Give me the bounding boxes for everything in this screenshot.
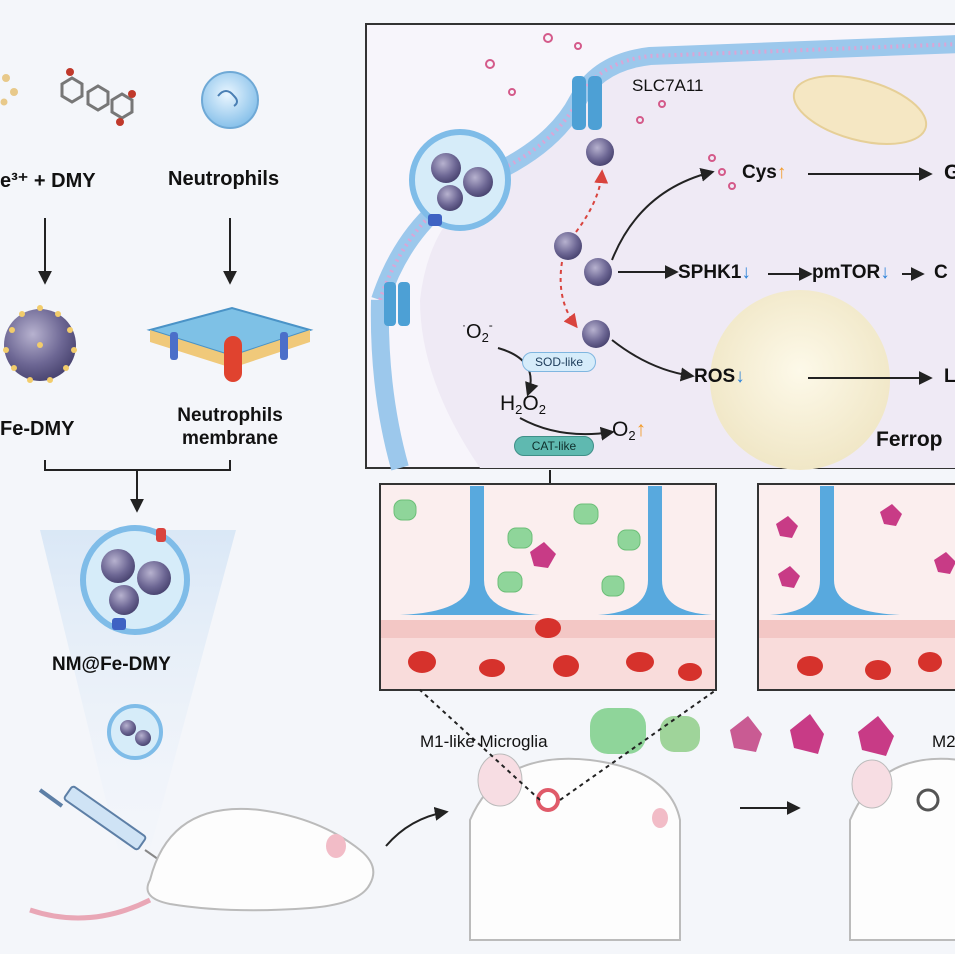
membrane-label-line2: membrane — [181, 428, 279, 449]
m2-label: M2 — [932, 732, 955, 751]
cys-label: Cys↑ — [742, 162, 786, 184]
membrane-label-line1: Neutrophils — [177, 405, 283, 426]
bottom-arrows — [385, 689, 801, 847]
superoxide-label: ·O2- — [462, 318, 493, 345]
rat-left-icon — [29, 807, 375, 921]
brain-panel-left — [379, 483, 717, 691]
neutrophils-label: Neutrophils — [168, 168, 280, 190]
h2o2-h: H — [500, 392, 516, 415]
internal-nanoparticles — [554, 138, 614, 348]
pmtor-text: pmTOR — [812, 262, 881, 283]
mouse-heads — [469, 753, 955, 941]
up-arrow-icon-2: ↑ — [635, 418, 647, 441]
uptake-dashed-arrows — [559, 169, 609, 329]
o2-text: O — [612, 418, 629, 441]
h2o2-o: O — [522, 392, 539, 415]
membrane-label: Neutrophils membrane — [160, 404, 300, 450]
left-arrows — [38, 218, 237, 513]
trailing-c-label: C — [934, 262, 948, 283]
ferroptosis-label: Ferrop — [876, 428, 943, 451]
nm-fe-dmy-label: NM@Fe-DMY — [52, 654, 171, 675]
sod-like-badge: SOD-like — [522, 352, 596, 372]
h2o2-label: H2O2 — [500, 392, 546, 417]
mechanism-panel — [365, 23, 955, 471]
down-arrow-icon-2: ↓ — [880, 262, 890, 283]
nm-fe-dmy-small-icon — [107, 704, 163, 760]
slc7a11-transporter-icon — [384, 76, 602, 326]
cys-text: Cys — [742, 162, 777, 183]
down-arrow-icon-3: ↓ — [735, 366, 745, 387]
o2-label: O2↑ — [612, 418, 647, 443]
sphk1-label: SPHK1↓ — [678, 262, 751, 284]
microglia-transition-icons — [590, 708, 894, 756]
nanocarrier-at-membrane-icon — [409, 129, 511, 231]
brain-panel-right — [757, 483, 955, 691]
neutrophil-membrane-icon — [146, 306, 314, 382]
ros-label: ROS↓ — [694, 366, 745, 388]
neutrophil-icon — [201, 71, 259, 129]
dmy-molecule-icon — [60, 68, 136, 126]
cat-like-badge: CAT-like — [514, 436, 594, 456]
down-arrow-icon: ↓ — [741, 262, 751, 283]
m1-microglia-label: M1-like Microglia — [420, 732, 548, 751]
trailing-l-label: L — [944, 366, 955, 387]
up-arrow-icon: ↑ — [776, 162, 787, 183]
sphk1-text: SPHK1 — [678, 262, 742, 283]
superoxide-o: O — [466, 321, 482, 343]
fe-dmy-nanoparticle-icon — [3, 305, 77, 383]
fe-ion-dots — [0, 74, 18, 106]
cystine-dots — [485, 33, 736, 190]
pmtor-label: pmTOR↓ — [812, 262, 890, 284]
nm-fe-dmy-icon — [80, 525, 190, 635]
ros-text: ROS — [694, 366, 736, 387]
trailing-g-label: G — [944, 161, 955, 184]
fe-dmy-reactants-label: e³⁺ + DMY — [0, 170, 96, 192]
slc7a11-label: SLC7A11 — [632, 76, 704, 95]
fe-dmy-label: Fe-DMY — [0, 418, 75, 440]
